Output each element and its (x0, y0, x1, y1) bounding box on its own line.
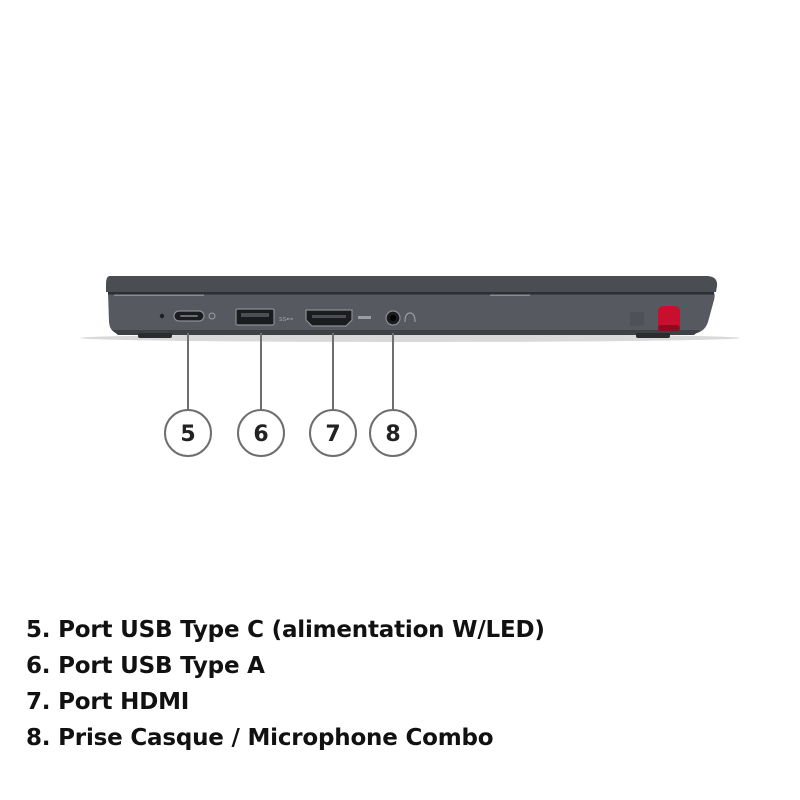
power-icon (208, 312, 216, 320)
callout-circle-6 (237, 409, 285, 457)
hdmi-port-inner (312, 315, 346, 318)
legend-item-audio-jack: 8. Prise Casque / Microphone Combo (26, 725, 494, 751)
led-indicator (159, 313, 165, 319)
callout-circle-5 (164, 409, 212, 457)
superspeed-usb-icon: ss⊷ (279, 315, 293, 323)
callout-circle-7 (309, 409, 357, 457)
audio-jack-inner (390, 315, 396, 321)
legend-item-usb-a: 6. Port USB Type A (26, 653, 265, 679)
callout-circle-8 (369, 409, 417, 457)
red-hinge-shade (658, 325, 680, 331)
headset-icon (404, 312, 416, 323)
laptop-right-vent (630, 312, 644, 326)
laptop-lid (106, 276, 718, 292)
hdmi-icon (358, 316, 371, 319)
laptop-seam (108, 292, 714, 295)
port-legend: 5. Port USB Type C (alimentation W/LED) … (26, 612, 545, 756)
foot-left (138, 333, 172, 338)
seam-highlight-left (114, 294, 204, 296)
usb-c-port-inner (180, 315, 198, 317)
callout-number-7: 7 (325, 422, 340, 447)
legend-item-usb-c: 5. Port USB Type C (alimentation W/LED) (26, 617, 545, 643)
callout-number-5: 5 (180, 422, 195, 447)
laptop-side-diagram: ss⊷ 5 6 7 8 (80, 276, 740, 457)
red-hinge-accent (658, 306, 680, 331)
callout-number-8: 8 (385, 422, 400, 447)
foot-right (636, 333, 670, 338)
laptop-shadow (80, 334, 740, 342)
callout-number-6: 6 (253, 422, 268, 447)
seam-highlight-right (490, 294, 530, 296)
legend-item-hdmi: 7. Port HDMI (26, 689, 190, 715)
laptop-bottom-edge (112, 330, 700, 335)
usb-a-port-tongue (241, 313, 269, 317)
